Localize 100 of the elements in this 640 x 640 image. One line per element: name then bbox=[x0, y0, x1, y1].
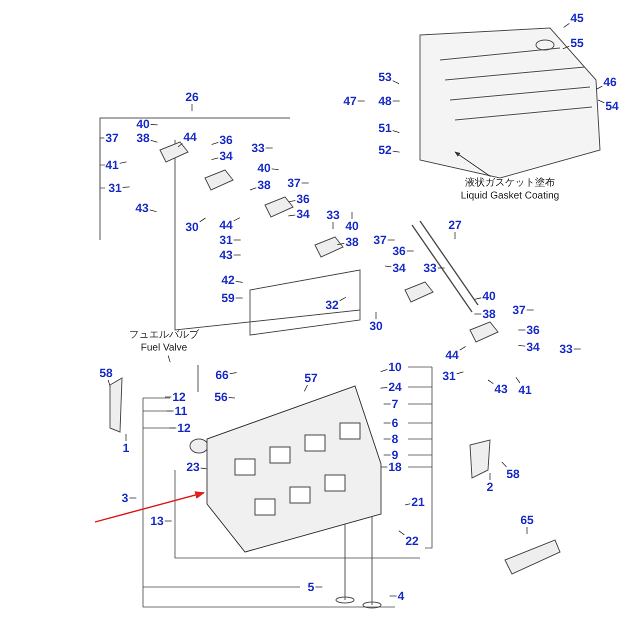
leader-line bbox=[383, 454, 392, 456]
leader-line bbox=[119, 161, 127, 164]
leader-line bbox=[526, 526, 528, 534]
callout-number: 18 bbox=[387, 460, 403, 474]
callout-number: 11 bbox=[174, 404, 188, 418]
callout-number: 40 bbox=[481, 289, 497, 303]
callout-number: 24 bbox=[387, 380, 403, 394]
leader-line bbox=[178, 143, 183, 148]
leader-line bbox=[404, 503, 411, 506]
callout-number: 33 bbox=[325, 208, 341, 222]
callout-number: 9 bbox=[390, 448, 400, 462]
callout-number: 22 bbox=[404, 534, 420, 548]
leader-line bbox=[398, 530, 405, 536]
leader-line bbox=[518, 344, 526, 347]
note-line: Fuel Valve bbox=[140, 342, 188, 354]
callout-number: 31 bbox=[107, 181, 123, 195]
leader-line bbox=[380, 387, 388, 388]
callout-number: 34 bbox=[218, 149, 234, 163]
note-line: Liquid Gasket Coating bbox=[460, 190, 560, 202]
callout-number: 36 bbox=[525, 323, 541, 337]
leader-line bbox=[288, 214, 296, 216]
callout-number: 38 bbox=[256, 178, 272, 192]
callout-number: 33 bbox=[558, 342, 574, 356]
callout-number: 26 bbox=[184, 90, 200, 104]
leader-line bbox=[211, 158, 219, 160]
leader-line bbox=[392, 130, 400, 134]
leader-line bbox=[337, 242, 345, 245]
callout-number: 36 bbox=[391, 244, 407, 258]
note-line: フュエルバルブ bbox=[129, 330, 199, 342]
leader-line bbox=[164, 520, 172, 522]
leader-line bbox=[235, 280, 243, 283]
leader-line bbox=[406, 250, 414, 252]
callout-number: 31 bbox=[441, 369, 457, 383]
leader-line bbox=[150, 140, 158, 143]
leader-line bbox=[392, 100, 400, 102]
leader-line bbox=[501, 461, 507, 468]
callout-number: 37 bbox=[511, 303, 527, 317]
callout-number: 38 bbox=[344, 235, 360, 249]
callout-number: 37 bbox=[104, 131, 120, 145]
leader-line bbox=[211, 142, 219, 145]
leader-line bbox=[454, 232, 456, 240]
leader-line bbox=[199, 218, 206, 222]
callout-number: 58 bbox=[505, 467, 521, 481]
callout-number: 54 bbox=[604, 99, 620, 113]
callout-number: 59 bbox=[220, 291, 236, 305]
leader-line bbox=[563, 23, 570, 28]
arrow bbox=[94, 491, 205, 523]
callout-number: 4 bbox=[396, 589, 406, 603]
callout-number: 45 bbox=[569, 11, 585, 25]
callout-number: 37 bbox=[372, 233, 388, 247]
callout-number: 34 bbox=[525, 340, 541, 354]
leader-line bbox=[380, 369, 388, 372]
callout-number: 43 bbox=[134, 201, 150, 215]
note-line: 液状ガスケット塗布 bbox=[464, 178, 556, 190]
leader-line bbox=[339, 296, 346, 302]
callout-number: 7 bbox=[390, 397, 400, 411]
leader-line bbox=[150, 124, 158, 126]
callout-number: 51 bbox=[377, 121, 393, 135]
leader-line bbox=[488, 380, 494, 384]
leader-line bbox=[288, 200, 296, 202]
leader-line bbox=[149, 210, 157, 212]
callout-number: 5 bbox=[306, 580, 316, 594]
callout-number: 40 bbox=[135, 117, 151, 131]
callout-number: 23 bbox=[185, 460, 201, 474]
callout-number: 44 bbox=[218, 218, 234, 232]
leader-line bbox=[164, 396, 172, 398]
callout-number: 46 bbox=[602, 75, 618, 89]
leader-line bbox=[314, 586, 323, 588]
leader-line bbox=[384, 266, 392, 268]
callout-number: 43 bbox=[493, 382, 509, 396]
callout-number: 36 bbox=[218, 133, 234, 147]
leader-line bbox=[271, 168, 280, 170]
callout-number: 27 bbox=[447, 218, 463, 232]
leader-line bbox=[228, 397, 236, 398]
callout-number: 42 bbox=[220, 273, 236, 287]
callout-number: 2 bbox=[486, 480, 494, 494]
callout-number: 40 bbox=[344, 219, 360, 233]
leader-line bbox=[516, 376, 520, 384]
callout-number: 34 bbox=[295, 207, 311, 221]
callout-number: 33 bbox=[422, 261, 438, 275]
leader-line bbox=[459, 346, 466, 351]
leader-line bbox=[301, 182, 310, 184]
leader-line bbox=[233, 254, 242, 256]
callout-number: 13 bbox=[149, 514, 165, 528]
callout-number: 43 bbox=[218, 248, 234, 262]
callout-number: 37 bbox=[286, 176, 302, 190]
callout-number: 34 bbox=[391, 261, 407, 275]
callout-number: 31 bbox=[218, 233, 234, 247]
callout-number: 41 bbox=[104, 158, 120, 172]
callout-number: 58 bbox=[98, 366, 114, 380]
callout-number: 56 bbox=[213, 390, 229, 404]
leader-line bbox=[392, 80, 400, 84]
callout-number: 33 bbox=[250, 141, 266, 155]
callout-number: 53 bbox=[377, 70, 393, 84]
leader-line bbox=[562, 46, 570, 50]
leader-line bbox=[332, 222, 334, 230]
leader-line bbox=[383, 422, 392, 424]
callout-number: 40 bbox=[256, 161, 272, 175]
callout-number: 1 bbox=[122, 441, 130, 455]
callout-number: 36 bbox=[295, 192, 311, 206]
